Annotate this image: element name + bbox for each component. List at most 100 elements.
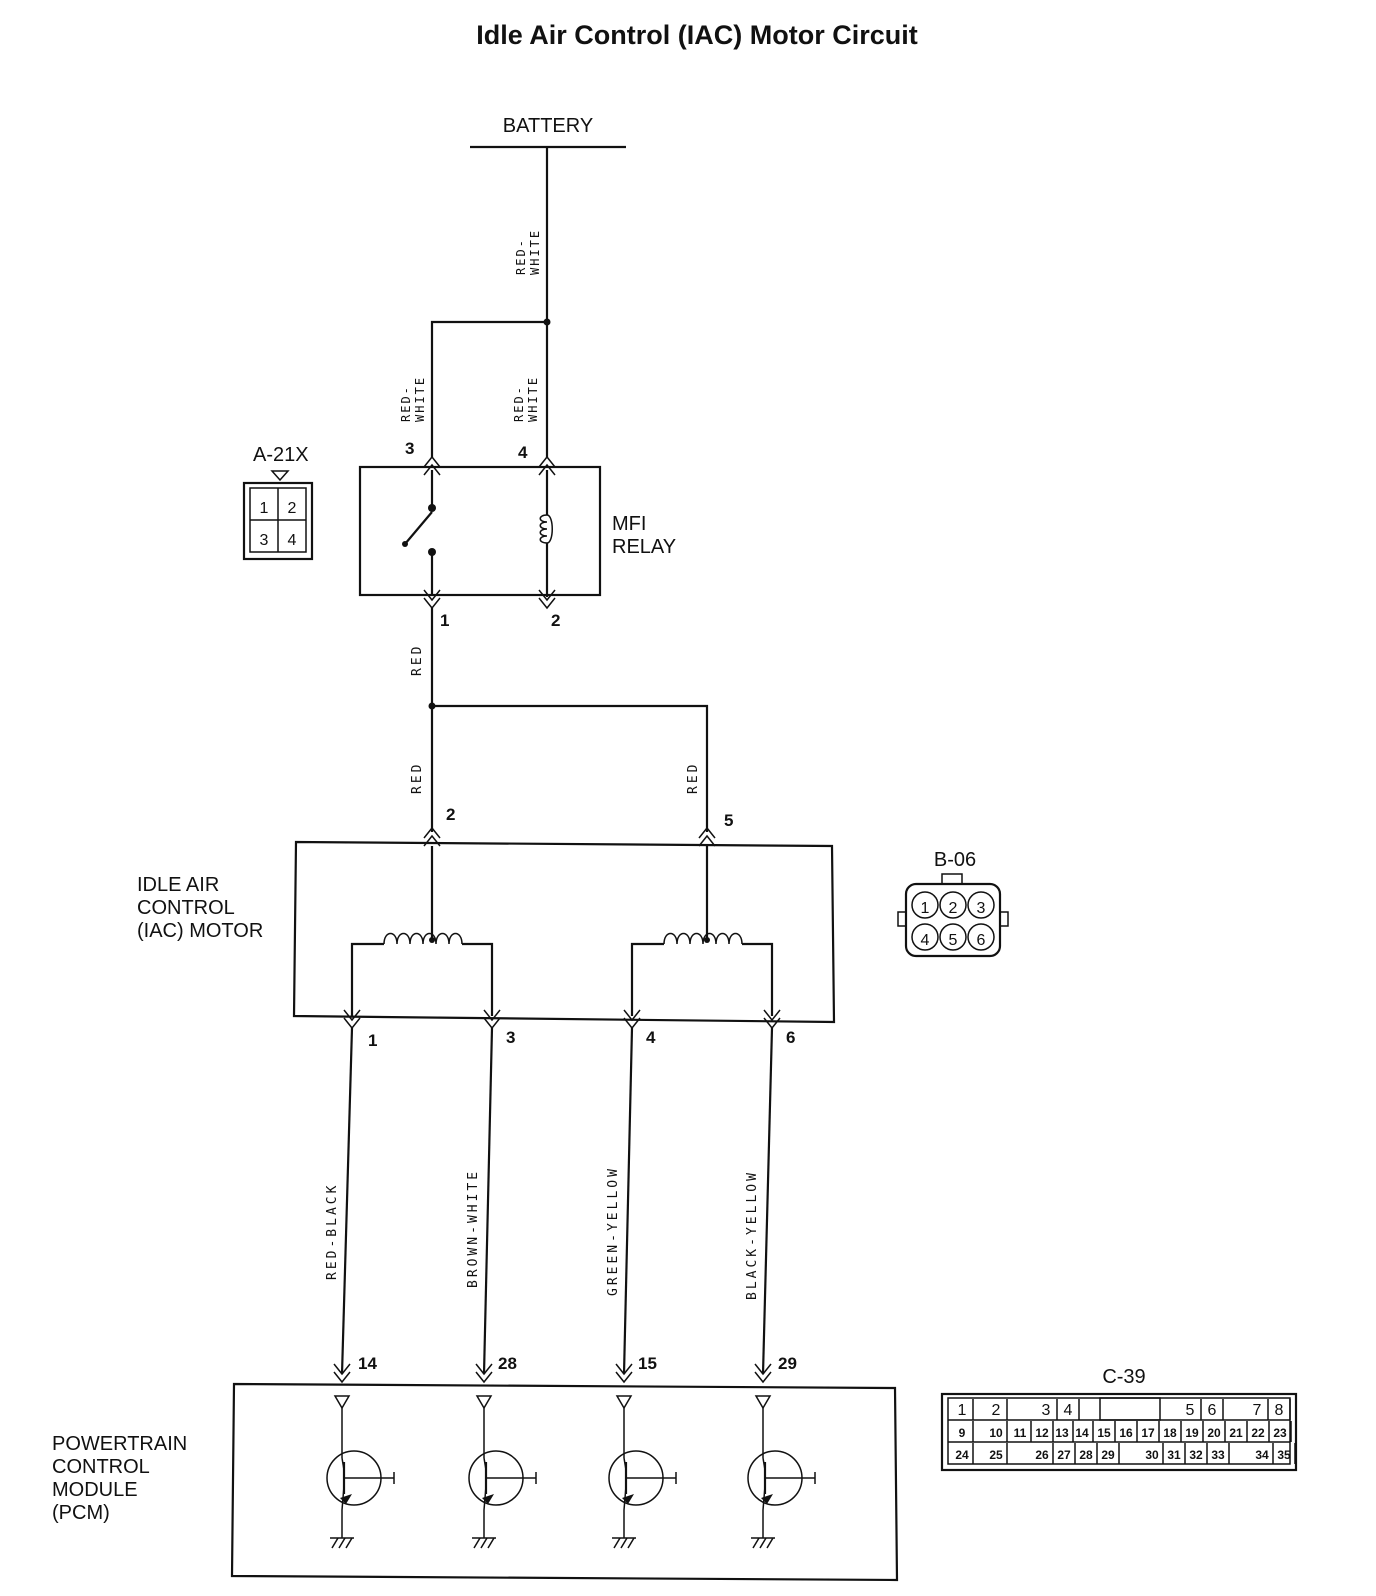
pcm-transistor-3 (608, 1395, 677, 1549)
b06-cell-1: 1 (921, 900, 930, 917)
c39-cell-30: 30 (1145, 1448, 1159, 1462)
c39-cell-20: 20 (1207, 1426, 1221, 1440)
b06-label: B-06 (934, 849, 976, 871)
c39-cell-7: 7 (1253, 1402, 1262, 1419)
relay-label-line2: RELAY (612, 536, 676, 558)
c39-cell-3: 3 (1042, 1402, 1051, 1419)
c39-cell-31: 31 (1167, 1448, 1181, 1462)
iac-label-line1: IDLE AIR (137, 874, 219, 896)
iac-pin-3: 3 (506, 1028, 515, 1047)
relay-coil (539, 470, 553, 597)
c39-cell-18: 18 (1163, 1426, 1177, 1440)
c39-connector (940, 1392, 1298, 1472)
iac-motor-box (292, 840, 836, 1024)
pcm-pin-15: 15 (638, 1354, 657, 1373)
battery-feed-wire-label: RED- WHITE (514, 229, 542, 275)
pcm-label-line1: POWERTRAIN (52, 1433, 187, 1455)
c39-cell-15: 15 (1097, 1426, 1111, 1440)
pcm-transistor-1 (326, 1395, 395, 1549)
iac-pin-4: 4 (646, 1028, 656, 1047)
iac-pin-2: 2 (446, 805, 455, 824)
relay-pin-2: 2 (551, 611, 560, 630)
c39-cell-1: 1 (958, 1402, 967, 1419)
pcm-label-line2: CONTROL (52, 1456, 150, 1478)
relay-pin-3: 3 (405, 439, 414, 458)
c39-cell-23: 23 (1273, 1426, 1287, 1440)
battery-label: BATTERY (503, 115, 593, 137)
c39-cell-21: 21 (1229, 1426, 1243, 1440)
b06-cell-6: 6 (977, 932, 986, 949)
relay-out-wire-label: RED (410, 644, 425, 676)
a21x-cell-4: 4 (288, 532, 297, 549)
pcm-pin-14: 14 (358, 1354, 377, 1373)
b06-cell-4: 4 (921, 932, 930, 949)
c39-cell-16: 16 (1119, 1426, 1133, 1440)
svg-text:RED: RED (410, 762, 425, 794)
a21x-cell-1: 1 (260, 500, 269, 517)
b06-cell-2: 2 (949, 900, 958, 917)
pcm-connector-arrows (333, 1363, 772, 1384)
c39-cell-32: 32 (1189, 1448, 1203, 1462)
iac-pin1-wire-label: RED-BLACK (325, 1183, 340, 1280)
c39-cell-13: 13 (1055, 1426, 1069, 1440)
relay-connector-arrows-top (423, 455, 556, 476)
c39-cell-25: 25 (989, 1448, 1003, 1462)
c39-cell-27: 27 (1057, 1448, 1071, 1462)
c39-cell-19: 19 (1185, 1426, 1199, 1440)
relay-connector-arrows-bottom (423, 589, 556, 610)
pcm-box (230, 1382, 899, 1582)
iac-pin-1: 1 (368, 1031, 377, 1050)
iac-label-line2: CONTROL (137, 897, 235, 919)
svg-text:WHITE: WHITE (528, 229, 542, 275)
svg-text:RED: RED (410, 644, 425, 676)
pcm-transistor-2 (468, 1395, 537, 1549)
c39-cell-29: 29 (1101, 1448, 1115, 1462)
iac-pin5-wire-label: RED (686, 762, 701, 794)
c39-cell-28: 28 (1079, 1448, 1093, 1462)
svg-text:WHITE: WHITE (526, 376, 540, 422)
c39-cell-2: 2 (992, 1402, 1001, 1419)
c39-cell-33: 33 (1211, 1448, 1225, 1462)
c39-cell-4: 4 (1064, 1402, 1073, 1419)
pcm-pin-28: 28 (498, 1354, 517, 1373)
svg-text:RED-: RED- (512, 385, 526, 422)
svg-text:BLACK-YELLOW: BLACK-YELLOW (745, 1170, 760, 1300)
c39-cell-34: 34 (1255, 1448, 1269, 1462)
a21x-key-icon (270, 470, 290, 482)
svg-text:RED: RED (686, 762, 701, 794)
a21x-connector: 1 2 3 4 (242, 481, 314, 561)
b06-cell-3: 3 (977, 900, 986, 917)
c39-cell-22: 22 (1251, 1426, 1265, 1440)
a21x-cell-2: 2 (288, 500, 297, 517)
c39-cell-10: 10 (989, 1426, 1003, 1440)
iac-label-line3: (IAC) MOTOR (137, 920, 263, 942)
relay-switch-contacts (402, 470, 436, 595)
iac-pin6-wire-label: BLACK-YELLOW (745, 1170, 760, 1300)
relay-pin-1: 1 (440, 611, 449, 630)
c39-cell-26: 26 (1035, 1448, 1049, 1462)
c39-cell-17: 17 (1141, 1426, 1155, 1440)
pcm-transistors (326, 1395, 816, 1549)
iac-pin-5: 5 (724, 811, 733, 830)
svg-text:RED-BLACK: RED-BLACK (325, 1183, 340, 1280)
svg-text:GREEN-YELLOW: GREEN-YELLOW (606, 1166, 621, 1296)
c39-cell-9: 9 (959, 1426, 966, 1440)
c39-cell-35: 35 (1277, 1448, 1291, 1462)
c39-cell-6: 6 (1208, 1402, 1217, 1419)
c39-cell-8: 8 (1275, 1402, 1284, 1419)
b06-cell-5: 5 (949, 932, 958, 949)
pcm-pin-29: 29 (778, 1354, 797, 1373)
iac-pin-6: 6 (786, 1028, 795, 1047)
a21x-cell-3: 3 (260, 532, 269, 549)
pcm-transistor-4 (747, 1395, 816, 1549)
c39-cell-11: 11 (1014, 1426, 1027, 1440)
c39-cell-12: 12 (1035, 1426, 1049, 1440)
red-branch-wire (432, 704, 709, 832)
iac-coil-a (350, 846, 494, 1016)
c39-cell-24: 24 (955, 1448, 969, 1462)
mfi-relay-box (358, 465, 602, 597)
iac-connector-arrows-top (423, 826, 716, 847)
c39-label: C-39 (1102, 1366, 1145, 1388)
a21x-label: A-21X (253, 444, 309, 466)
